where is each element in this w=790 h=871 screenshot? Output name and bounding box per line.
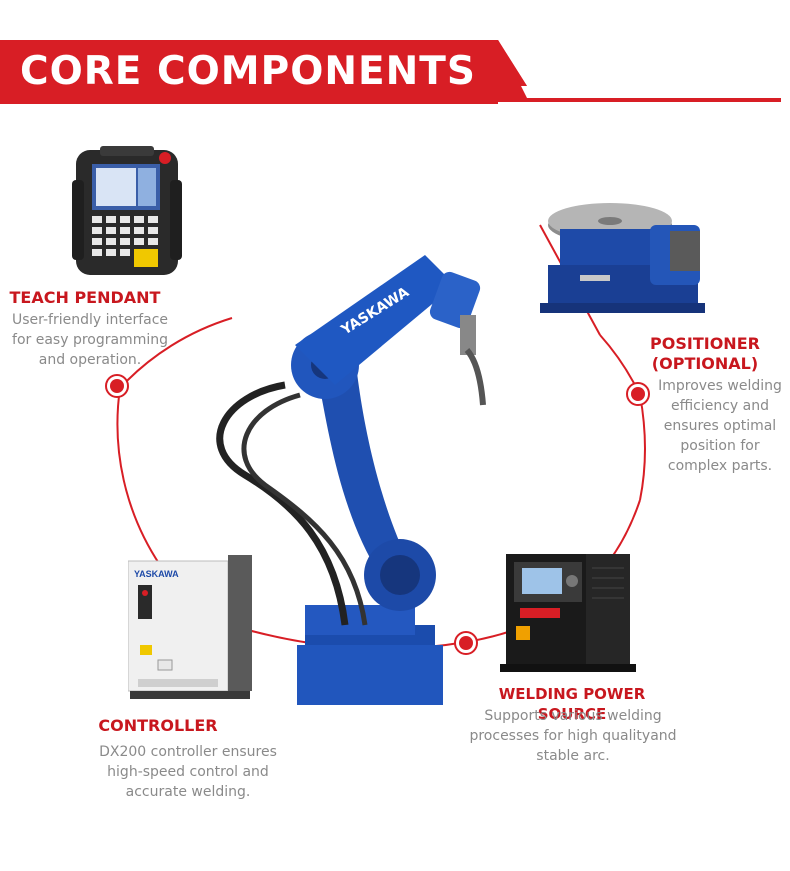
teach-pendant-desc: User-friendly interface for easy program…: [11, 312, 169, 368]
positioner-desc: Improves welding efficiency and ensures …: [658, 378, 782, 474]
teach-pendant-title: TEACH PENDANT: [9, 288, 161, 307]
teach-pendant-pin: [105, 374, 129, 398]
power-source-desc: Supports various welding processes for h…: [469, 708, 677, 764]
page-title: CORE COMPONENTS: [20, 49, 476, 94]
positioner-title: POSITIONER (OPTIONAL): [650, 334, 760, 373]
positioner-image: [540, 203, 705, 313]
power-source-pin: [454, 631, 478, 655]
controller-brand-label: YASKAWA: [134, 569, 179, 579]
welding-robot-image: YASKAWA: [216, 255, 486, 705]
controller-title: CONTROLLER: [98, 716, 218, 735]
teach-pendant-image: [72, 146, 182, 275]
positioner-pin: [626, 382, 650, 406]
power-source-image: [500, 554, 636, 672]
power-source-title: WELDING POWER SOURCE: [498, 685, 646, 723]
controller-image: YASKAWA: [128, 555, 252, 699]
header-banner: [0, 40, 781, 104]
controller-desc: DX200 controller ensures high-speed cont…: [99, 744, 277, 800]
